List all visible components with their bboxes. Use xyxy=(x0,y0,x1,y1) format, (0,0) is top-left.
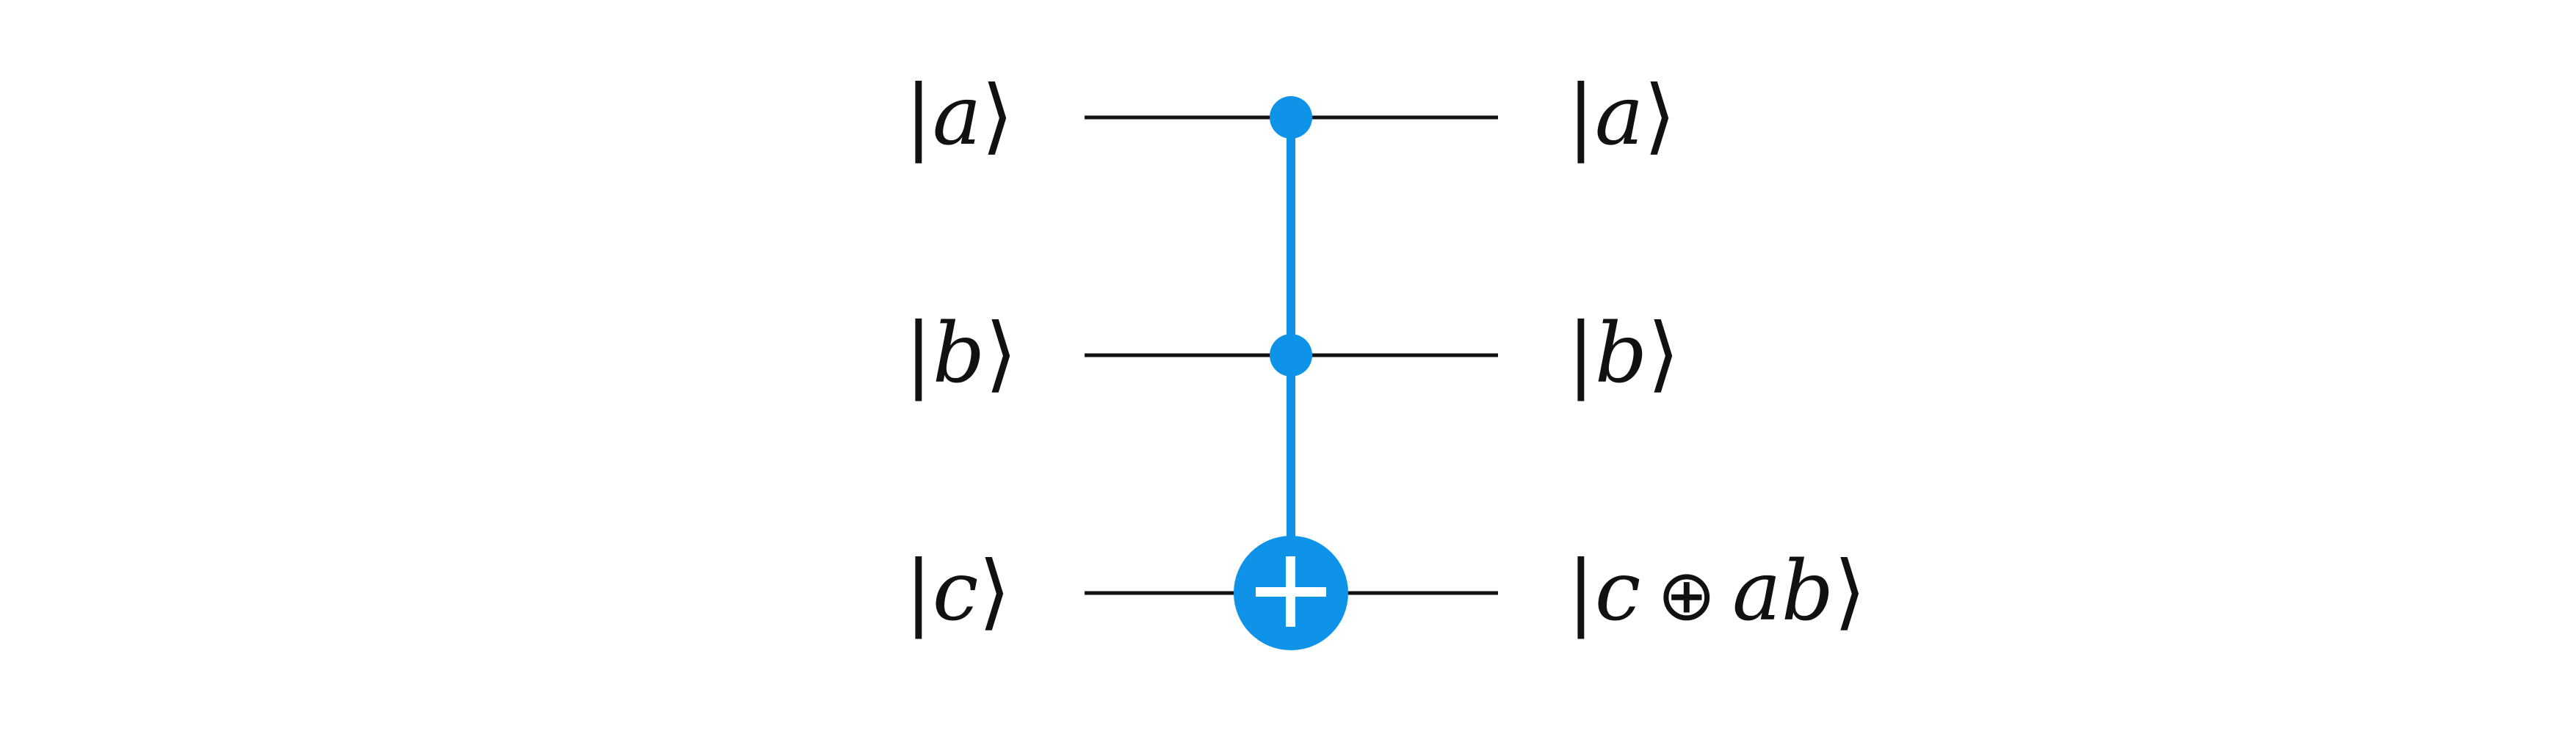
ket-bar: | xyxy=(1567,544,1595,639)
ket-angle: ⟩ xyxy=(978,544,1011,639)
ket-angle: ⟩ xyxy=(1643,68,1676,164)
ket-bar: | xyxy=(905,544,933,639)
ket-bar: | xyxy=(1567,68,1595,164)
ket-symbol: c xyxy=(932,544,979,639)
ket-symbol-product: ab xyxy=(1732,544,1834,639)
ket-angle: ⟩ xyxy=(985,306,1018,401)
ket-bar: | xyxy=(1567,306,1595,401)
input-ket-a: |a⟩ xyxy=(905,65,1013,167)
ket-angle: ⟩ xyxy=(1647,306,1680,401)
ket-symbol: c xyxy=(1594,544,1641,639)
output-ket-b: |b⟩ xyxy=(1567,302,1679,405)
ket-symbol: b xyxy=(932,306,985,401)
control-dot-b xyxy=(1270,334,1312,377)
plus-icon xyxy=(1256,556,1326,627)
ket-symbol: a xyxy=(1594,68,1644,164)
ket-symbol: b xyxy=(1594,306,1648,401)
target-gate xyxy=(1234,536,1348,650)
control-dot-a xyxy=(1270,96,1312,139)
output-ket-c: |c⊕ab⟩ xyxy=(1567,540,1866,643)
xor-operator: ⊕ xyxy=(1657,554,1716,636)
ket-angle: ⟩ xyxy=(981,68,1014,164)
ket-symbol: a xyxy=(932,68,982,164)
ket-bar: | xyxy=(905,306,933,401)
ket-angle: ⟩ xyxy=(1834,544,1867,639)
input-ket-b: |b⟩ xyxy=(905,302,1017,405)
output-ket-a: |a⟩ xyxy=(1567,65,1676,167)
ket-bar: | xyxy=(905,68,933,164)
input-ket-c: |c⟩ xyxy=(905,540,1010,643)
